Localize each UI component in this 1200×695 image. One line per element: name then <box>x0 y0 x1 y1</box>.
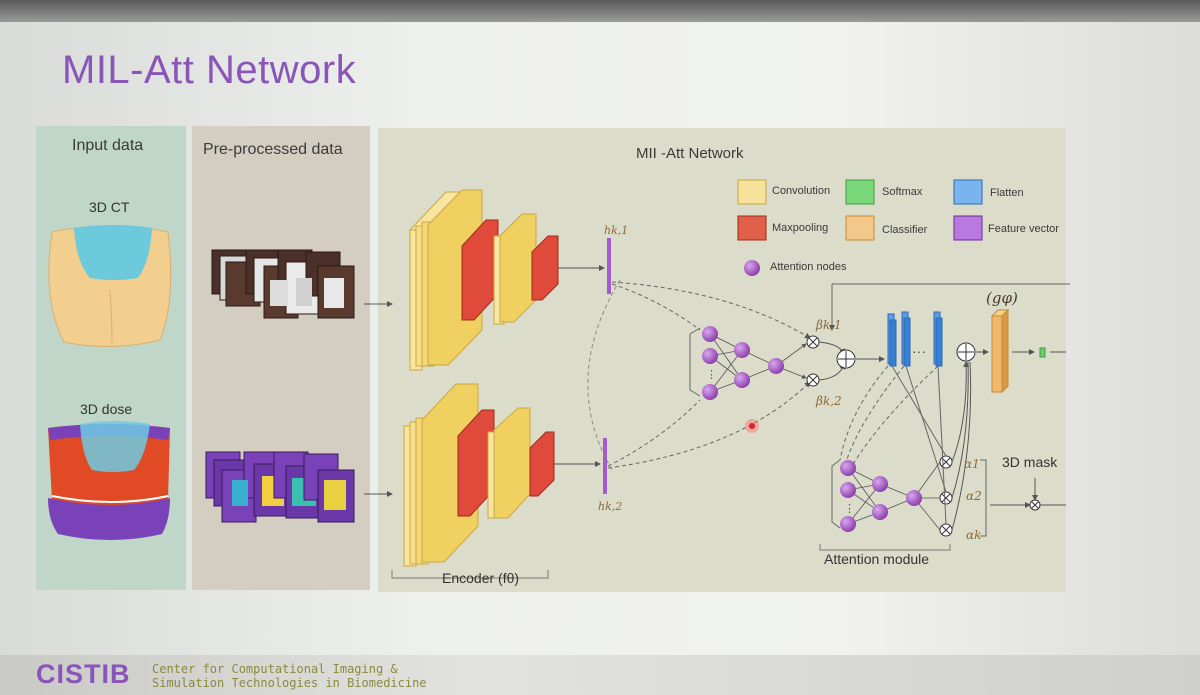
input-data-header: Input data <box>72 137 144 154</box>
encoder-label: Encoder (fθ) <box>442 570 520 586</box>
legend-classifier: Classifier <box>882 224 928 236</box>
legend <box>737 179 983 276</box>
cistib-logo: CISTIB <box>36 659 131 689</box>
feature-vector-top <box>607 238 611 294</box>
ct-label: 3D CT <box>89 199 130 215</box>
ct-slices-stack <box>211 249 355 319</box>
attention-net-top: ⋮ <box>689 326 807 400</box>
classifier-block <box>990 308 1010 394</box>
legend-convolution: Convolution <box>772 185 831 197</box>
softmax-output <box>1039 347 1046 358</box>
footer-bar <box>0 655 1200 695</box>
flatten-vectors <box>887 311 943 367</box>
slide-title: MIL-Att Network <box>62 48 357 92</box>
attention-module-label: Attention module <box>824 551 930 567</box>
h-k1-label: hk,1 <box>604 224 629 237</box>
org-name-line1: Center for Computational Imaging & <box>152 662 398 676</box>
encoder-top <box>408 189 559 371</box>
alpha-1-label: α1 <box>964 457 980 471</box>
h-k2-label: hk,2 <box>598 500 623 513</box>
beta-k2-label: βk,2 <box>816 394 842 408</box>
svg-text:⋮: ⋮ <box>706 369 717 381</box>
legend-feature-vector: Feature vector <box>988 223 1059 235</box>
network-header: MII -Att Network <box>636 145 744 162</box>
svg-text:⋮: ⋮ <box>844 503 855 515</box>
attention-node-legend-icon <box>744 260 760 276</box>
beta-k1-label: βk,1 <box>816 318 842 332</box>
ct-body-render <box>48 225 172 347</box>
preprocessed-data-header: Pre-processed data <box>203 141 343 158</box>
flatten-ellipsis: ··· <box>912 343 926 359</box>
multiply-nodes <box>806 335 820 387</box>
org-name-line2: Simulation Technologies in Biomedicine <box>152 676 427 690</box>
legend-attention-nodes: Attention nodes <box>770 261 847 273</box>
dose-body-render <box>48 421 170 540</box>
feature-vector-bottom <box>603 438 607 494</box>
mask-label: 3D mask <box>1002 454 1058 470</box>
screen-top-edge <box>0 0 1200 22</box>
laser-pointer-core <box>749 423 755 429</box>
legend-maxpooling: Maxpooling <box>772 222 829 234</box>
attention-module-bottom: ⋮ <box>831 459 941 532</box>
legend-softmax: Softmax <box>882 186 923 198</box>
alpha-k-label: αk <box>966 528 982 542</box>
dose-slices-stack <box>205 451 355 523</box>
classifier-function-label: (gφ) <box>986 289 1018 307</box>
legend-flatten: Flatten <box>990 187 1024 199</box>
alpha-2-label: α2 <box>966 489 982 503</box>
encoder-bottom <box>403 383 555 567</box>
dose-label: 3D dose <box>80 401 133 417</box>
